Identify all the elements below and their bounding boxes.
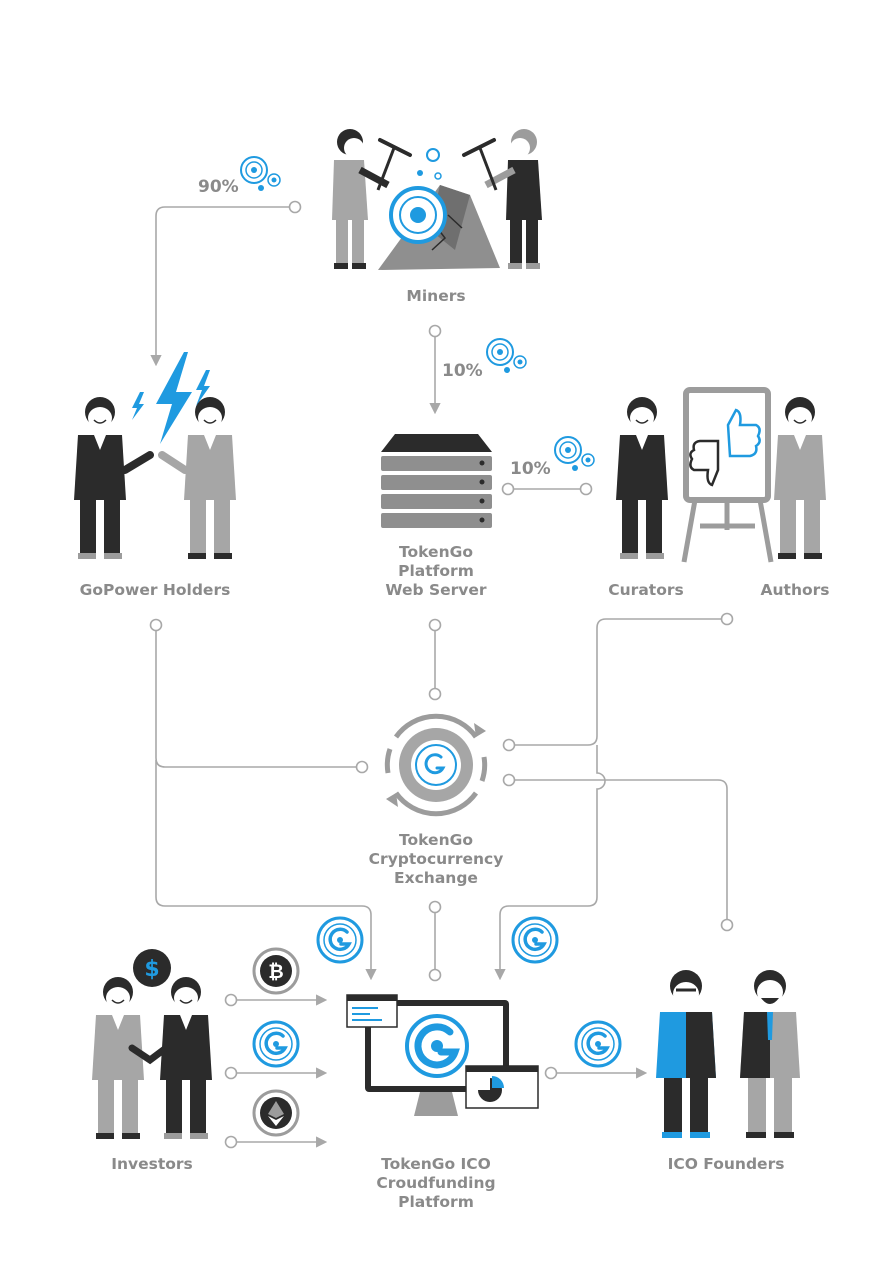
node-label-miners: Miners [406, 287, 466, 305]
ico-platform-line-3: Platform [398, 1193, 474, 1211]
node-label-curators: Curators [608, 581, 684, 599]
lightning-icon [132, 352, 210, 444]
node-label-investors: Investors [111, 1155, 193, 1173]
dollar-icon: $ [133, 949, 171, 987]
flow-miners-gopower [150, 206, 295, 367]
ethereum-icon [252, 1089, 300, 1137]
tokengo-coin-icon [240, 156, 281, 192]
like-dislike-board-icon [681, 387, 774, 563]
ico-founders-illustration [656, 970, 800, 1138]
bitcoin-icon: ₿ [252, 947, 300, 995]
tokengo-coin-icon [574, 1020, 622, 1068]
gopower-holders-illustration [73, 352, 237, 560]
exchange-cycle-icon [384, 713, 488, 817]
exchange-line-2: Cryptocurrency [368, 850, 504, 868]
tokengo-coin-icon [554, 436, 595, 472]
ico-platform-line-1: TokenGo ICO [381, 1155, 491, 1173]
flow-curators-ico [494, 745, 606, 981]
curators-authors-illustration [615, 387, 827, 563]
investors-illustration: $ [91, 949, 213, 1140]
flow-percent-miners-server: 10% [442, 361, 483, 381]
node-label-exchange: TokenGo Cryptocurrency Exchange [346, 831, 526, 888]
tokengo-coin-icon [511, 916, 559, 964]
flow-percent-miners-gopower: 90% [198, 177, 239, 197]
node-label-web-server: TokenGo Platform Web Server [366, 543, 506, 600]
tokengo-coin-icon [486, 338, 527, 374]
miners-illustration [332, 129, 542, 270]
svg-text:₿: ₿ [268, 961, 283, 983]
web-server-line-3: Web Server [385, 581, 487, 599]
tokengo-coin-icon [316, 916, 364, 964]
node-label-ico-founders: ICO Founders [667, 1155, 785, 1173]
exchange-line-1: TokenGo [399, 831, 473, 849]
ico-platform-line-2: Croudfunding [376, 1174, 496, 1192]
web-server-line-1: TokenGo [399, 543, 473, 561]
tokengo-coin-icon [252, 1020, 300, 1068]
web-server-line-2: Platform [398, 562, 474, 580]
node-label-authors: Authors [760, 581, 830, 599]
flow-authors-exchange [514, 618, 721, 746]
flow-gopower-ico [155, 760, 377, 981]
node-label-gopower-holders: GoPower Holders [79, 581, 231, 599]
connector-lines [149, 200, 734, 1149]
flow-percent-server-curators: 10% [510, 459, 551, 479]
exchange-line-3: Exchange [394, 869, 478, 887]
monitor-icon [346, 994, 539, 1116]
node-label-ico-platform: TokenGo ICO Croudfunding Platform [346, 1155, 526, 1212]
server-icon [381, 434, 492, 528]
flow-gopower-exchange [155, 630, 357, 768]
flow-exchange-founders [514, 779, 728, 920]
svg-text:$: $ [144, 957, 159, 982]
